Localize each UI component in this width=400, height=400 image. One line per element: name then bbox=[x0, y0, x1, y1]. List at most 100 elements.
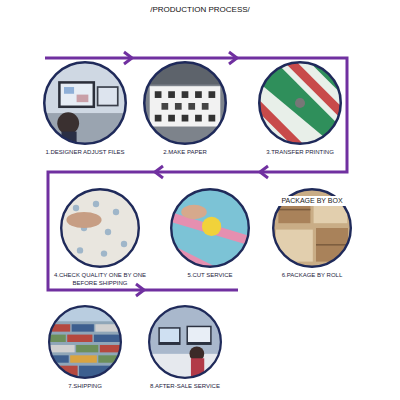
photo-shape bbox=[168, 91, 175, 98]
step-label: 7.SHIPPING bbox=[35, 383, 135, 391]
photo-shape bbox=[143, 61, 227, 85]
photo-shape bbox=[181, 205, 207, 219]
photo-content bbox=[48, 305, 122, 379]
step-photo bbox=[258, 61, 342, 145]
photo-content bbox=[148, 305, 222, 379]
photo-shape bbox=[316, 228, 348, 262]
photo-ring bbox=[44, 62, 125, 143]
photo-shape bbox=[43, 113, 127, 145]
photo-content bbox=[60, 188, 140, 268]
photo-shape bbox=[101, 250, 107, 256]
photo-shape bbox=[170, 212, 250, 246]
process-step: 6.PACKAGE BY ROLL PACKAGE BY BOX bbox=[264, 188, 360, 282]
photo-shape bbox=[57, 112, 79, 134]
photo-shape bbox=[155, 91, 162, 98]
photo-shape bbox=[258, 61, 342, 145]
step-photo bbox=[170, 188, 250, 268]
photo-shape bbox=[48, 305, 122, 379]
flow-chevron bbox=[136, 284, 144, 296]
photo-shape bbox=[258, 61, 342, 145]
photo-shape bbox=[148, 305, 222, 379]
step-photo bbox=[48, 305, 122, 379]
photo-shape bbox=[143, 61, 227, 145]
photo-shape bbox=[66, 212, 101, 228]
photo-shape bbox=[283, 61, 342, 120]
photo-shape bbox=[170, 188, 250, 268]
step-label: 3.TRANSFER PRINTING bbox=[250, 149, 350, 157]
photo-ring bbox=[61, 189, 139, 267]
photo-shape bbox=[97, 86, 119, 106]
process-step: 8.AFTER-SALE SERVICE bbox=[135, 305, 235, 393]
step-label: 8.AFTER-SALE SERVICE bbox=[135, 383, 235, 391]
photo-shape bbox=[202, 103, 209, 110]
photo-shape bbox=[276, 230, 313, 262]
photo-shape bbox=[93, 201, 99, 207]
photo-shape bbox=[113, 209, 119, 215]
photo-shape bbox=[209, 91, 216, 98]
photo-shape bbox=[195, 91, 202, 98]
photo-content bbox=[43, 61, 127, 145]
photo-shape bbox=[188, 103, 195, 110]
photo-shape bbox=[64, 87, 74, 94]
photo-shape bbox=[76, 345, 98, 352]
photo-shape bbox=[158, 327, 180, 345]
step-label: 2.MAKE PAPER bbox=[135, 149, 235, 157]
photo-shape bbox=[186, 326, 211, 345]
flow-chevron bbox=[155, 166, 163, 178]
photo-shape bbox=[94, 335, 122, 342]
photo-ring bbox=[149, 306, 221, 378]
photo-shape bbox=[295, 98, 305, 108]
step-label: 1.DESIGNER ADJUST FILES bbox=[35, 149, 135, 157]
photo-content bbox=[258, 61, 342, 145]
photo-ring bbox=[259, 62, 340, 143]
process-step: 7.SHIPPING bbox=[35, 305, 135, 393]
diagram-title: /PRODUCTION PROCESS/ bbox=[0, 5, 400, 15]
photo-shape bbox=[70, 355, 97, 362]
flow-chevron bbox=[229, 52, 237, 64]
step-label: 5.CUT SERVICE bbox=[162, 272, 258, 280]
process-step: 2.MAKE PAPER bbox=[135, 61, 235, 159]
photo-content bbox=[143, 61, 227, 145]
flow-chevron bbox=[260, 166, 268, 178]
photo-shape bbox=[67, 335, 92, 342]
step-photo bbox=[148, 305, 222, 379]
band-label: PACKAGE BY BOX bbox=[270, 197, 354, 205]
photo-shape bbox=[278, 209, 310, 211]
photo-shape bbox=[168, 115, 175, 122]
photo-shape bbox=[60, 188, 140, 268]
flow-chevron bbox=[124, 52, 132, 64]
photo-shape bbox=[98, 88, 116, 105]
photo-shape bbox=[48, 305, 122, 321]
photo-ring bbox=[144, 62, 225, 143]
flow-path bbox=[45, 58, 347, 290]
process-step: 4.CHECK QUALITY ONE BY ONE BEFORE SHIPPI… bbox=[45, 188, 155, 289]
photo-shape bbox=[202, 217, 221, 236]
photo-shape bbox=[160, 329, 179, 342]
photo-ring bbox=[49, 306, 121, 378]
step-photo bbox=[43, 61, 127, 145]
photo-shape bbox=[182, 115, 189, 122]
photo-shape bbox=[182, 91, 189, 98]
photo-shape bbox=[161, 103, 168, 110]
process-step: 1.DESIGNER ADJUST FILES bbox=[35, 61, 135, 159]
photo-shape bbox=[58, 81, 95, 108]
label-band: PACKAGE BY BOX bbox=[268, 196, 356, 206]
photo-shape bbox=[121, 241, 127, 247]
photo-shape bbox=[61, 84, 93, 106]
photo-shape bbox=[77, 247, 83, 253]
photo-shape bbox=[308, 61, 342, 95]
photo-shape bbox=[73, 205, 79, 211]
photo-shape bbox=[316, 244, 348, 246]
photo-shape bbox=[150, 86, 221, 126]
photo-shape bbox=[48, 345, 75, 352]
photo-shape bbox=[209, 115, 216, 122]
photo-shape bbox=[77, 95, 89, 103]
process-step: 3.TRANSFER PRINTING bbox=[250, 61, 350, 159]
photo-shape bbox=[175, 103, 182, 110]
photo-ring bbox=[171, 189, 249, 267]
photo-shape bbox=[188, 327, 210, 342]
photo-shape bbox=[72, 324, 94, 331]
step-label: 6.PACKAGE BY ROLL bbox=[264, 272, 360, 280]
step-photo bbox=[143, 61, 227, 145]
